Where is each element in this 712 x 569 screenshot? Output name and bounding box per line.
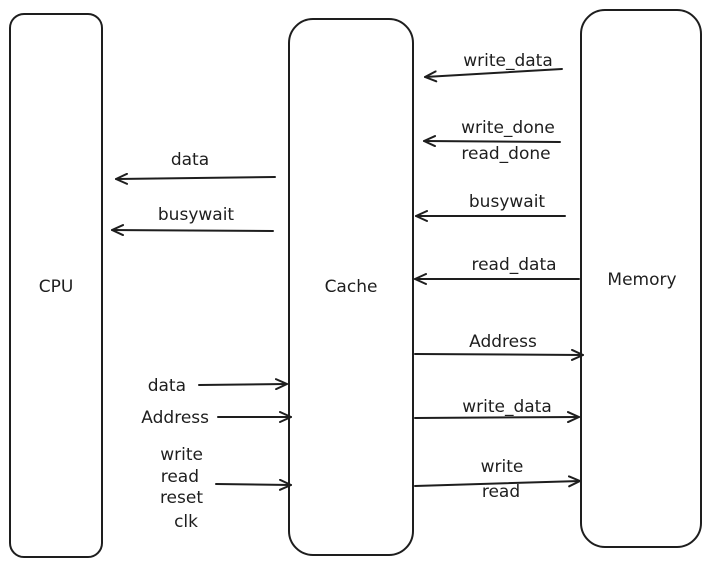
cpu-to-cache-data-arrow [198, 378, 288, 391]
memory-to-cache-busywait-signal: busywait [415, 192, 566, 222]
cache-to-cpu-busywait-signal: busywait [111, 205, 274, 237]
cache-to-memory-write-data-label: write_data [462, 397, 552, 417]
cpu-to-cache-read-label: read [161, 467, 199, 487]
cache-to-memory-address-arrow [414, 348, 584, 361]
cache-block: Cache [288, 18, 414, 556]
memory-block: Memory [580, 9, 702, 548]
memory-to-cache-read-done-label: read_done [461, 144, 550, 164]
cpu-label: CPU [39, 277, 74, 297]
cpu-to-cache-clk-label: clk [174, 512, 198, 532]
cpu-to-cache-control-arrow [215, 478, 292, 491]
cache-to-memory-write-data-arrow [414, 411, 580, 424]
memory-label: Memory [607, 270, 676, 290]
cpu-block: CPU [9, 13, 103, 558]
cpu-to-cache-data-label: data [148, 376, 186, 396]
cpu-to-cache-address-signal: Address [141, 408, 292, 428]
cpu-to-cache-address-label: Address [141, 408, 209, 428]
memory-to-cache-write-data-signal: write_data [424, 51, 563, 83]
cache-to-memory-read-label: read [482, 482, 520, 502]
cache-to-cpu-data-signal: data [115, 150, 276, 185]
cache-to-memory-write-data-signal: write_data [414, 397, 580, 424]
cache-to-memory-address-label: Address [469, 332, 537, 352]
memory-to-cache-read-data-label: read_data [471, 255, 556, 275]
cache-to-memory-address-signal: Address [414, 332, 584, 361]
memory-to-cache-write-done-label: write_done [461, 118, 555, 138]
memory-to-cache-write-data-arrow [424, 68, 563, 83]
memory-to-cache-done-signals: write_done read_done [423, 118, 561, 164]
cache-to-memory-control-signals: write read [414, 457, 581, 502]
cache-to-memory-write-label: write [481, 457, 524, 477]
memory-to-cache-read-data-signal: read_data [414, 255, 580, 285]
cache-to-memory-control-arrow [414, 475, 581, 488]
memory-to-cache-busywait-label: busywait [469, 192, 546, 212]
memory-to-cache-done-arrow [423, 135, 561, 148]
cpu-to-cache-reset-label: reset [160, 488, 203, 508]
cache-to-cpu-data-label: data [171, 150, 209, 170]
cpu-to-cache-data-signal: data [148, 376, 288, 396]
cache-label: Cache [325, 277, 378, 297]
cache-to-cpu-busywait-label: busywait [158, 205, 235, 225]
memory-to-cache-write-data-label: write_data [463, 51, 553, 71]
cpu-to-cache-control-signals: write read reset clk [160, 445, 292, 532]
cpu-to-cache-write-label: write [160, 445, 203, 465]
cache-to-cpu-busywait-arrow [111, 224, 274, 237]
cache-to-cpu-data-arrow [115, 172, 276, 185]
